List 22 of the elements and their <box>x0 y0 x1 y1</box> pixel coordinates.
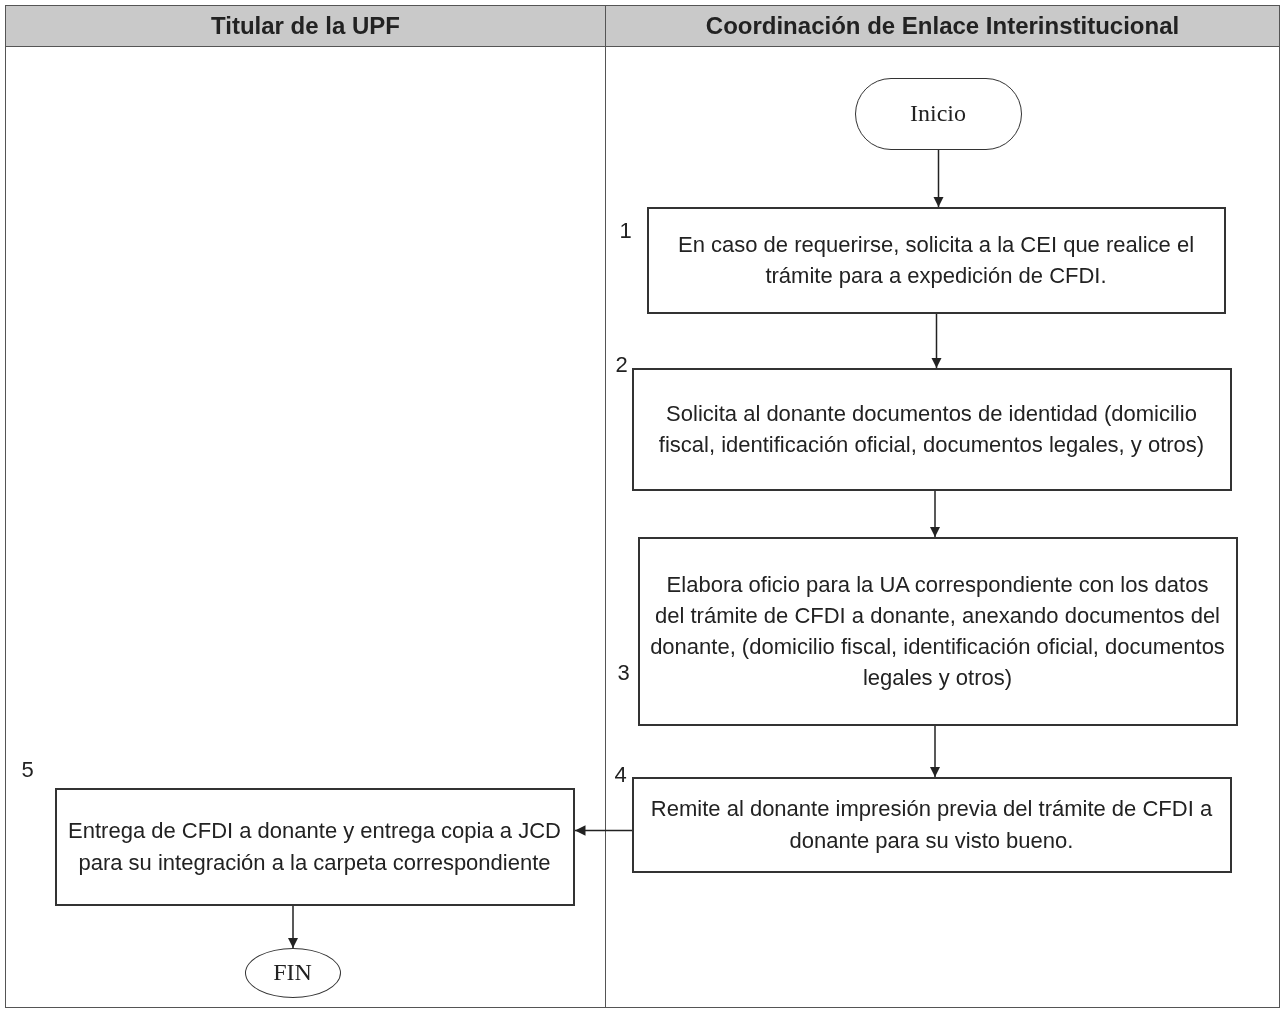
step-number: 5 <box>21 756 34 783</box>
lane-header: Coordinación de Enlace Interinstitucional <box>606 6 1279 47</box>
process-box: Entrega de CFDI a donante y entrega copia a JCD para su integración a la carpeta correspondiente <box>54 787 575 906</box>
process-box: Remite al donante impresión previa del trámite de CFDI a donante para su visto bueno. <box>631 776 1232 873</box>
swimlane <box>605 5 1280 1008</box>
arrow <box>929 490 941 538</box>
start-terminal: Inicio <box>854 77 1022 150</box>
swimlane <box>5 5 606 1008</box>
end-terminal: FIN <box>244 947 341 998</box>
step-number: 1 <box>619 217 632 244</box>
process-box: En caso de requerirse, solicita a la CEI que realice el trámite para a expedición de CFDI. <box>646 206 1226 314</box>
lane-header: Titular de la UPF <box>6 6 605 47</box>
arrow <box>933 149 944 208</box>
step-number: 3 <box>617 659 630 686</box>
arrow <box>929 725 941 778</box>
arrow <box>574 825 633 836</box>
process-box: Elabora oficio para la UA correspondiente con los datos del trámite de CFDI a donante, anexando documentos del donante, (domicilio fiscal, identificación oficial, documentos legales y otros) <box>637 536 1238 726</box>
process-box: Solicita al donante documentos de identidad (domicilio fiscal, identificación oficial, documentos legales, y otros) <box>631 367 1232 491</box>
arrow <box>287 905 299 949</box>
step-number: 2 <box>615 351 628 378</box>
arrow <box>931 313 942 369</box>
step-number: 4 <box>614 761 627 788</box>
